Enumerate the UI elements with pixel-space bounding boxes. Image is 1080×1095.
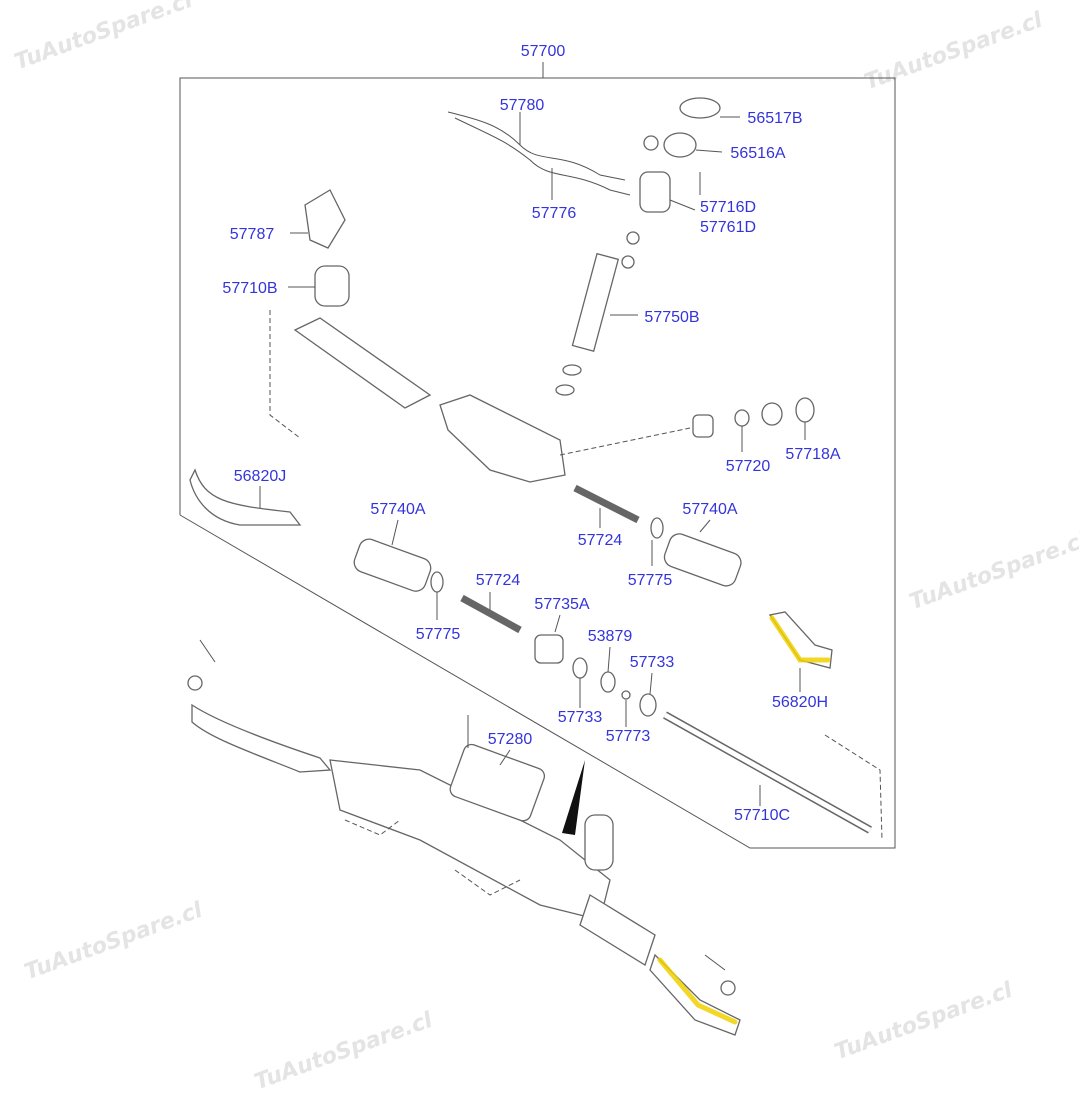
part-56517B bbox=[679, 97, 721, 119]
part-label-57787[interactable]: 57787 bbox=[229, 226, 275, 243]
part-label-57775-left[interactable]: 57775 bbox=[415, 626, 461, 643]
part-57724-left bbox=[460, 594, 522, 634]
part-label-57733-left[interactable]: 57733 bbox=[557, 709, 603, 726]
assembly-frame bbox=[179, 77, 896, 849]
part-label-57750B[interactable]: 57750B bbox=[644, 309, 700, 326]
part-57724-right bbox=[573, 484, 640, 524]
part-gear-housing bbox=[439, 394, 566, 483]
part-57750B bbox=[571, 252, 620, 352]
part-label-56820J[interactable]: 56820J bbox=[233, 468, 287, 485]
pipe-57780 bbox=[447, 111, 626, 181]
part-label-53879[interactable]: 53879 bbox=[587, 628, 633, 645]
part-label-56517B[interactable]: 56517B bbox=[747, 110, 803, 127]
part-label-57773[interactable]: 57773 bbox=[605, 728, 651, 745]
part-label-56516A[interactable]: 56516A bbox=[730, 145, 786, 162]
part-label-57724-right[interactable]: 57724 bbox=[577, 532, 623, 549]
part-label-57780[interactable]: 57780 bbox=[499, 97, 545, 114]
part-label-57776[interactable]: 57776 bbox=[531, 205, 577, 222]
part-label-57733-right[interactable]: 57733 bbox=[629, 654, 675, 671]
part-57740A-right bbox=[663, 533, 742, 587]
part-label-57710B[interactable]: 57710B bbox=[222, 280, 278, 297]
part-valve-body bbox=[639, 171, 671, 213]
part-57710B bbox=[314, 265, 350, 307]
part-label-57720[interactable]: 57720 bbox=[725, 458, 771, 475]
arrow-indicator bbox=[562, 760, 585, 835]
part-label-57740A-left[interactable]: 57740A bbox=[370, 501, 426, 518]
part-left-tie-rod-assembly bbox=[191, 703, 332, 773]
part-57280 bbox=[449, 743, 546, 822]
part-label-57716D[interactable]: 57716D bbox=[699, 199, 757, 216]
part-right-boot-lower bbox=[579, 894, 656, 966]
part-label-57724-left[interactable]: 57724 bbox=[475, 572, 521, 589]
part-label-57761D[interactable]: 57761D bbox=[699, 219, 757, 236]
part-57787 bbox=[304, 189, 346, 249]
part-57740A-left bbox=[353, 538, 432, 592]
part-label-57735A[interactable]: 57735A bbox=[534, 596, 590, 613]
part-label-57700[interactable]: 57700 bbox=[520, 43, 566, 60]
part-label-56820H[interactable]: 56820H bbox=[771, 694, 829, 711]
part-label-57775-right[interactable]: 57775 bbox=[627, 572, 673, 589]
part-housing-tube bbox=[293, 317, 432, 409]
part-label-57280[interactable]: 57280 bbox=[487, 731, 533, 748]
part-label-57740A-right[interactable]: 57740A bbox=[682, 501, 738, 518]
part-56516A bbox=[663, 132, 697, 158]
part-label-57710C[interactable]: 57710C bbox=[733, 807, 791, 824]
part-label-57718A[interactable]: 57718A bbox=[785, 446, 841, 463]
part-56820J bbox=[189, 468, 302, 526]
pipe-57776 bbox=[454, 117, 631, 196]
part-57735A bbox=[534, 634, 564, 664]
